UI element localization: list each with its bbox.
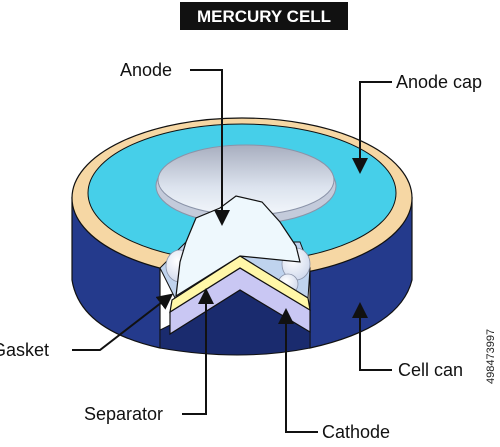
anode-block <box>175 195 301 298</box>
anode-cap-leader <box>352 81 392 174</box>
cathode-leader <box>278 308 318 433</box>
cell-body <box>71 117 413 356</box>
anode-leader <box>190 69 230 226</box>
cell-can-bottom <box>159 289 311 356</box>
diagram-title: MERCURY CELL <box>197 7 331 26</box>
labels: Anode Anode cap Gasket Cell can Separato… <box>0 60 482 442</box>
leader-lines <box>72 69 392 433</box>
label-separator: Separator <box>84 404 163 424</box>
title-background <box>180 2 348 30</box>
label-gasket: Gasket <box>0 340 49 360</box>
cell-can-leader <box>352 302 392 371</box>
separator-leader <box>182 288 214 415</box>
label-cell-can: Cell can <box>398 360 463 380</box>
gasket-leader <box>72 293 174 351</box>
label-anode: Anode <box>120 60 172 80</box>
label-cathode: Cathode <box>322 422 390 442</box>
side-id: 498473997 <box>485 329 497 384</box>
title-group: MERCURY CELL <box>180 2 348 30</box>
label-anode-cap: Anode cap <box>396 72 482 92</box>
